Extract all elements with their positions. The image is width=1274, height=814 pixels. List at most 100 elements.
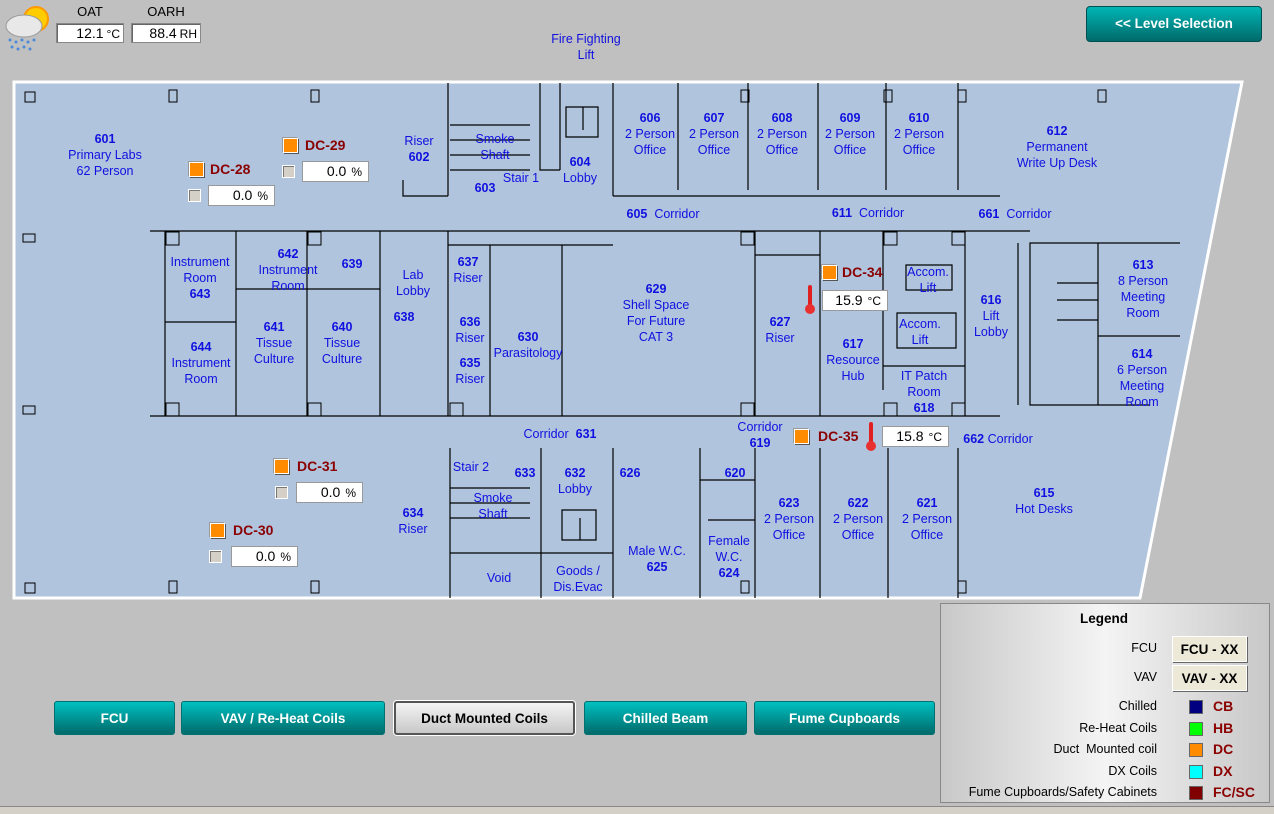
dc-30-checkbox[interactable] [209, 550, 222, 563]
oarh-unit: RH [179, 27, 197, 41]
oat-value: 12.1°C [56, 23, 124, 43]
room-number: 636 [459, 315, 481, 329]
room-number: 626 [619, 466, 641, 480]
dc-35-label[interactable]: DC-35 [818, 428, 859, 444]
room-620: 620 [725, 465, 746, 481]
legend-dc-swatch [1189, 743, 1203, 757]
room-name: Primary Labs 62 Person [68, 148, 142, 178]
room-number: 637 [457, 255, 479, 269]
dc-28-checkbox[interactable] [188, 189, 201, 202]
fire-fighting-lift-label: Fire Fighting Lift [551, 32, 621, 62]
room-name: 2 Person Office [893, 127, 945, 157]
room-number: 644 [190, 340, 212, 354]
room-name: Lobby [557, 482, 593, 496]
room-name: Accom. Lift [899, 317, 941, 347]
room-stair-2: Stair 2 [453, 459, 489, 475]
legend-fcu-button: FCU - XX [1172, 636, 1247, 662]
room-number: 608 [771, 111, 793, 125]
room-number: 640 [331, 320, 353, 334]
dc-35-status-indicator[interactable] [794, 429, 809, 444]
legend-fc-sc-swatch [1189, 786, 1203, 800]
dc-30-status-indicator[interactable] [210, 523, 225, 538]
room-number: 620 [724, 466, 746, 480]
room-name: Goods / Dis.Evac [553, 564, 603, 594]
dc-31-label[interactable]: DC-31 [297, 458, 338, 474]
room-name: Riser [455, 372, 485, 386]
room-number: 631 [575, 427, 597, 441]
room-number: 633 [514, 466, 536, 480]
dc-29-status-indicator[interactable] [283, 138, 298, 153]
legend-vav-button: VAV - XX [1172, 665, 1247, 691]
room-number: 639 [341, 257, 363, 271]
tab-fcu[interactable]: FCU [54, 701, 175, 735]
room-number: 613 [1132, 258, 1154, 272]
dc-29-value-number: 0.0 [326, 163, 347, 179]
room-smoke: Smoke Shaft [476, 131, 515, 163]
room-goods-: Goods / Dis.Evac [553, 563, 602, 595]
dc-29-checkbox[interactable] [282, 165, 295, 178]
room-name: Tissue Culture [253, 336, 295, 366]
dc-34-value: 15.9°C [822, 290, 888, 311]
legend-dx-swatch [1189, 764, 1203, 779]
room-number: 630 [517, 330, 539, 344]
dc-28-status-indicator[interactable] [189, 162, 204, 177]
legend-dc-code: DC [1213, 741, 1234, 757]
tab-vav-reheat-coils[interactable]: VAV / Re-Heat Coils [181, 701, 385, 735]
room-number: 607 [703, 111, 725, 125]
room-625: Male W.C.625 [628, 543, 686, 575]
room-number: 627 [769, 315, 791, 329]
room-smoke: Smoke Shaft [474, 490, 513, 522]
dc-34-label[interactable]: DC-34 [842, 264, 883, 280]
room-name: Corridor [523, 427, 569, 441]
dc-30-value: 0.0% [231, 546, 298, 567]
legend-cb-swatch [1189, 700, 1203, 714]
dc-34-status-indicator[interactable] [822, 265, 837, 280]
tab-fume-cupboards[interactable]: Fume Cupboards [754, 701, 935, 735]
room-number: 609 [839, 111, 861, 125]
room-name: Instrument Room [171, 356, 231, 386]
room-number: 662 [963, 432, 985, 446]
dc-31-unit: % [345, 486, 356, 500]
room-605: 605 Corridor [627, 206, 700, 222]
dc-28-label[interactable]: DC-28 [210, 161, 251, 177]
tab-duct-mounted-coils[interactable]: Duct Mounted Coils [394, 701, 575, 735]
room-name: Lobby [562, 171, 598, 185]
room-name: Stair 2 [452, 460, 490, 474]
dc-30-value-number: 0.0 [255, 548, 276, 564]
legend-dc-label: Duct Mounted coil [1053, 742, 1157, 756]
level-selection-button[interactable]: << Level Selection [1086, 6, 1262, 42]
dc-31-checkbox[interactable] [275, 486, 288, 499]
room-name: Male W.C. [628, 544, 686, 558]
room-number: 641 [263, 320, 285, 334]
dc-30-label[interactable]: DC-30 [233, 522, 274, 538]
status-bar [0, 806, 1274, 814]
legend-fc-sc-code: FC/SC [1213, 784, 1255, 800]
dc-29-label[interactable]: DC-29 [305, 137, 346, 153]
room-number: 661 [978, 207, 1000, 221]
room-name: Smoke Shaft [473, 491, 513, 521]
room-name: Corridor [987, 432, 1033, 446]
room-name: Permanent Write Up Desk [1016, 140, 1098, 170]
room-626: 626 [620, 465, 641, 481]
room-name: Corridor [1006, 207, 1052, 221]
room-name: Accom. Lift [907, 265, 949, 295]
tab-chilled-beam[interactable]: Chilled Beam [584, 701, 747, 735]
dc-31-status-indicator[interactable] [274, 459, 289, 474]
